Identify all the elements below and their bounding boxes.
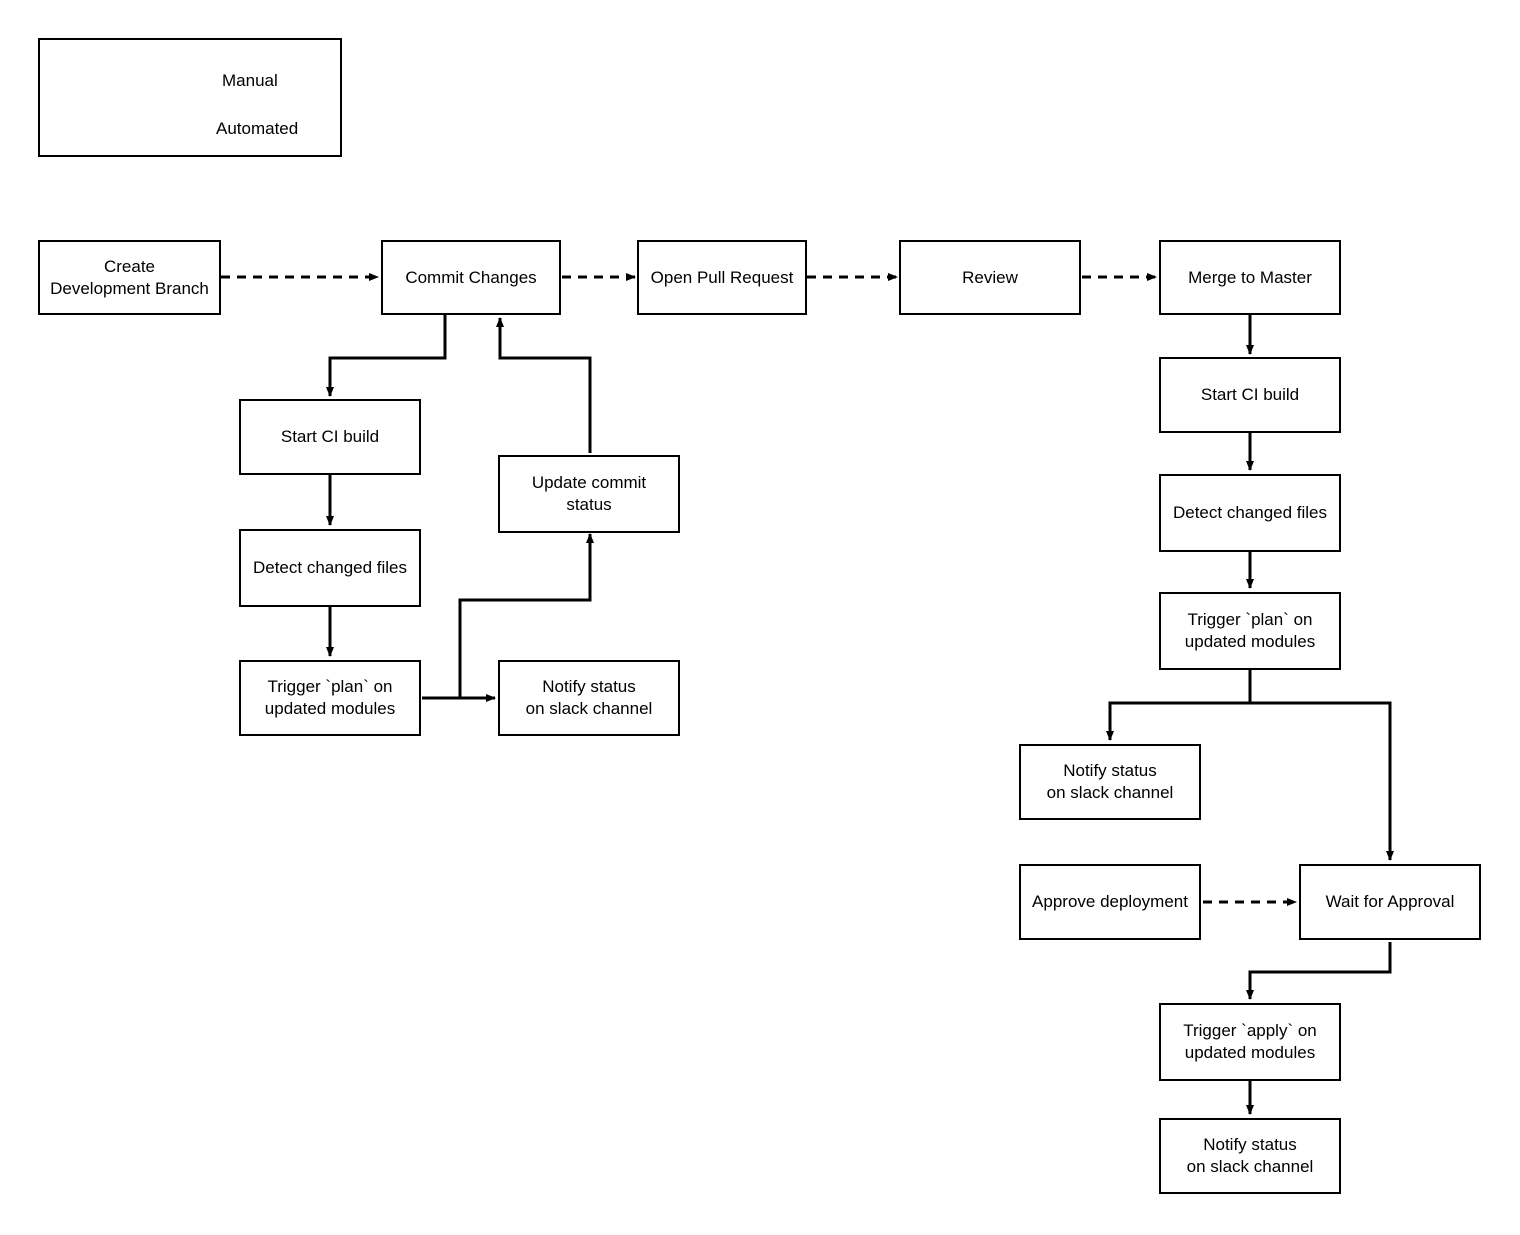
edge-commit-to-left-start-ci (326, 315, 447, 397)
node-approve-deployment[interactable]: Approve deployment (1019, 864, 1201, 940)
node-right-notify-slack-plan[interactable]: Notify status on slack channel (1019, 744, 1201, 820)
edge-left-update-commit-status-to-commit (496, 317, 592, 453)
node-left-trigger-plan[interactable]: Trigger `plan` on updated modules (239, 660, 421, 736)
node-right-notify-slack-apply[interactable]: Notify status on slack channel (1159, 1118, 1341, 1194)
node-left-update-commit-status[interactable]: Update commit status (498, 455, 680, 533)
node-create-development-branch[interactable]: Create Development Branch (38, 240, 221, 315)
edge-wait-approval-to-trigger-apply (1246, 942, 1392, 1000)
node-open-pull-request[interactable]: Open Pull Request (637, 240, 807, 315)
edge-right-trigger-plan-to-notify (1106, 670, 1252, 741)
edge-right-trigger-plan-to-wait-approval (1250, 701, 1394, 861)
node-right-detect-changed-files[interactable]: Detect changed files (1159, 474, 1341, 552)
node-wait-for-approval[interactable]: Wait for Approval (1299, 864, 1481, 940)
legend-manual-label: Manual (222, 71, 278, 90)
node-left-start-ci-build[interactable]: Start CI build (239, 399, 421, 475)
node-right-trigger-plan[interactable]: Trigger `plan` on updated modules (1159, 592, 1341, 670)
edge-left-notify-to-update-commit-status (458, 533, 594, 698)
node-merge-to-master[interactable]: Merge to Master (1159, 240, 1341, 315)
node-right-start-ci-build[interactable]: Start CI build (1159, 357, 1341, 433)
node-right-trigger-apply[interactable]: Trigger `apply` on updated modules (1159, 1003, 1341, 1081)
node-review[interactable]: Review (899, 240, 1081, 315)
node-commit-changes[interactable]: Commit Changes (381, 240, 561, 315)
legend-automated-label: Automated (216, 119, 299, 138)
legend-panel (38, 38, 342, 157)
node-left-detect-changed-files[interactable]: Detect changed files (239, 529, 421, 607)
node-left-notify-slack[interactable]: Notify status on slack channel (498, 660, 680, 736)
